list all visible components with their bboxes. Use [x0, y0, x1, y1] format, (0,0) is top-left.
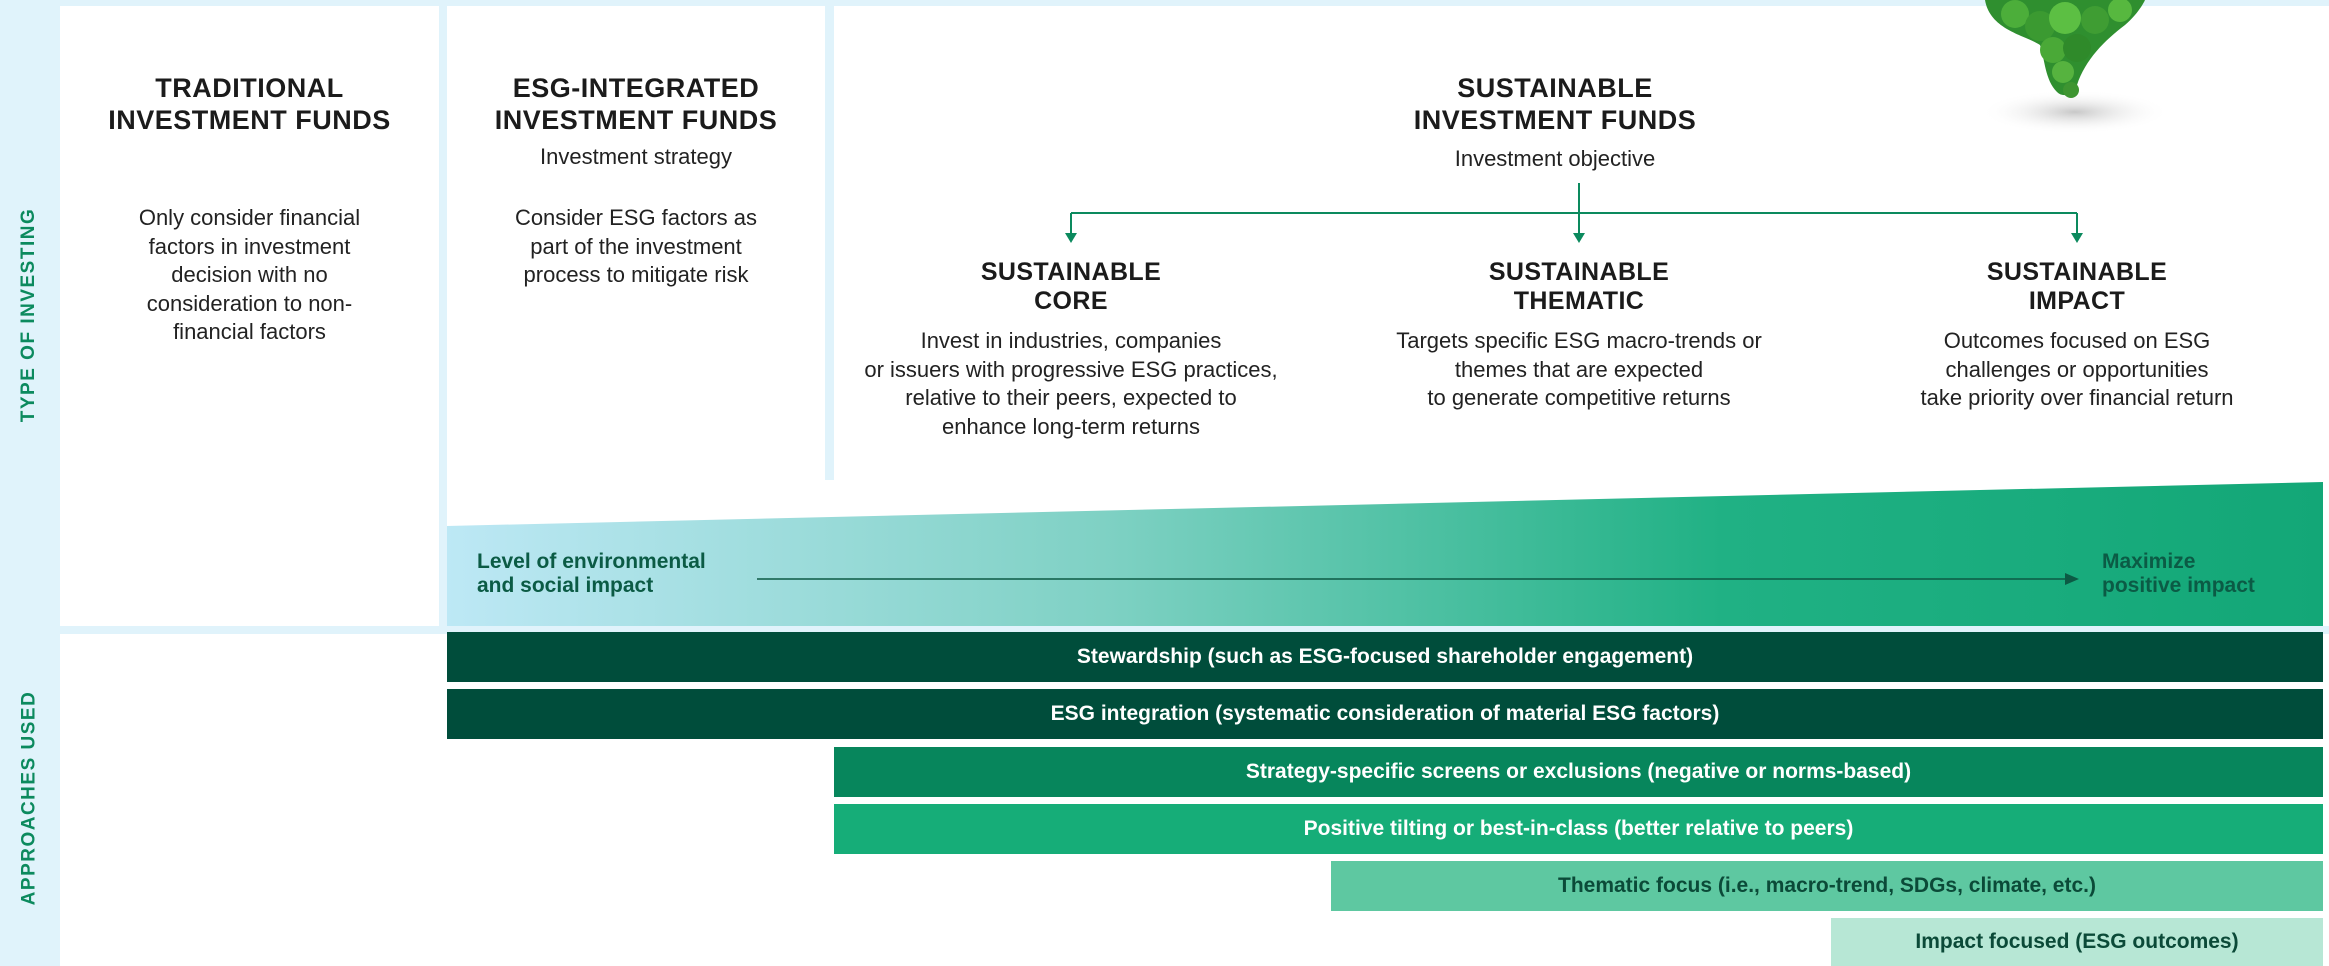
sustainable-core-description: Invest in industries, companies or issue…: [864, 328, 1278, 439]
impact-scale-arrowhead-icon: [2065, 573, 2079, 585]
type-of-investing-text: TYPE OF INVESTING: [18, 207, 40, 423]
approach-bar-stewardship: Stewardship (such as ESG-focused shareho…: [447, 632, 2323, 682]
esg-integrated-subtitle: Investment strategy: [540, 144, 732, 169]
sustainable-core-title: SUSTAINABLE CORE: [980, 258, 1162, 315]
arrow-impact-icon: [2071, 233, 2083, 243]
branch-connector: [1065, 183, 2083, 243]
type-of-investing-label: TYPE OF INVESTING: [0, 0, 58, 630]
impact-scale-left-label: Level of environmental and social impact: [477, 550, 706, 597]
sustainable-impact-description: Outcomes focused on ESG challenges or op…: [1920, 328, 2234, 410]
esg-integrated-description: Consider ESG factors as part of the inve…: [514, 205, 758, 287]
impact-scale-right-label: Maximize positive impact: [2102, 550, 2255, 597]
sustainable-subtitle: Investment objective: [1454, 146, 1656, 171]
sustainable-title: SUSTAINABLE INVESTMENT FUNDS: [1413, 73, 1697, 135]
traditional-panel: [60, 6, 439, 626]
approach-label: Impact focused (ESG outcomes): [1915, 930, 2239, 953]
approach-bar-esg-integration: ESG integration (systematic consideratio…: [447, 689, 2323, 739]
approach-label: ESG integration (systematic consideratio…: [1050, 702, 1720, 725]
sustainable-impact-title: SUSTAINABLE IMPACT: [1986, 258, 2168, 315]
impact-scale-wedge: [447, 482, 2323, 626]
approach-bar-positive-tilting: Positive tilting or best-in-class (bette…: [834, 804, 2323, 854]
sustainable-thematic-title: SUSTAINABLE THEMATIC: [1488, 258, 1670, 315]
approach-label: Positive tilting or best-in-class (bette…: [1303, 817, 1854, 840]
traditional-title: TRADITIONAL INVESTMENT FUNDS: [108, 73, 391, 135]
approach-bar-screens-exclusions: Strategy-specific screens or exclusions …: [834, 747, 2323, 797]
approach-label: Stewardship (such as ESG-focused shareho…: [1076, 645, 1694, 668]
approach-label: Strategy-specific screens or exclusions …: [1245, 760, 1912, 783]
approaches-used-label: APPROACHES USED: [0, 630, 58, 966]
esg-integrated-title: ESG-INTEGRATED INVESTMENT FUNDS: [494, 73, 778, 135]
tree-leaves-image: [1980, 0, 2170, 134]
approach-bar-impact-focused: Impact focused (ESG outcomes): [1831, 918, 2323, 966]
approach-label: Thematic focus (i.e., macro-trend, SDGs,…: [1558, 874, 2096, 897]
approach-bar-thematic-focus: Thematic focus (i.e., macro-trend, SDGs,…: [1331, 861, 2323, 911]
traditional-description: Only consider financial factors in inves…: [138, 205, 361, 344]
arrow-core-icon: [1065, 233, 1077, 243]
arrow-thematic-icon: [1573, 233, 1585, 243]
esg-integrated-panel: [447, 6, 825, 512]
approaches-panel: [60, 634, 2329, 966]
sustainable-thematic-description: Targets specific ESG macro-trends or the…: [1396, 328, 1762, 410]
approaches-used-text: APPROACHES USED: [18, 690, 39, 906]
